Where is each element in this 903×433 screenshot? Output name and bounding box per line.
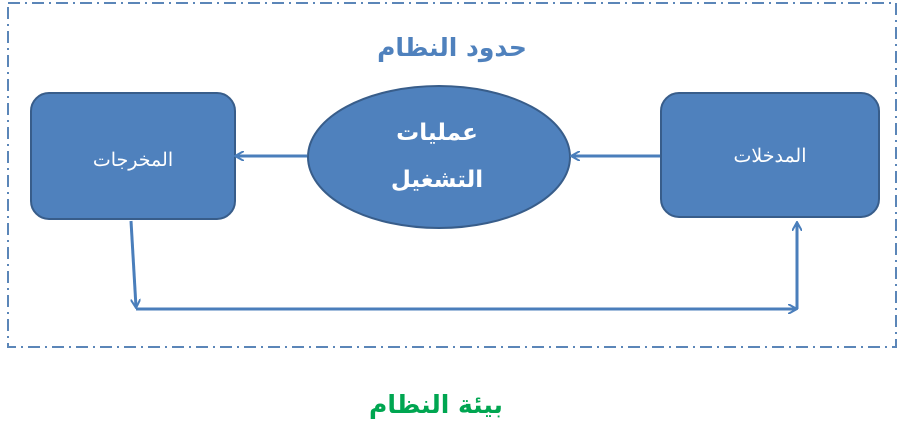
feedback-down <box>129 220 136 307</box>
system-boundary <box>7 2 897 348</box>
process-label-line2: التشغيل <box>391 167 483 193</box>
outputs-label: المخرجات <box>93 149 173 171</box>
environment-title: بيئة النظام <box>369 390 503 419</box>
inputs-label: المدخلات <box>734 145 807 167</box>
inputs-box <box>660 92 880 218</box>
process-label-line1: عمليات <box>396 120 478 146</box>
process-ellipse <box>307 85 571 229</box>
boundary-title: حدود النظام <box>377 33 527 63</box>
